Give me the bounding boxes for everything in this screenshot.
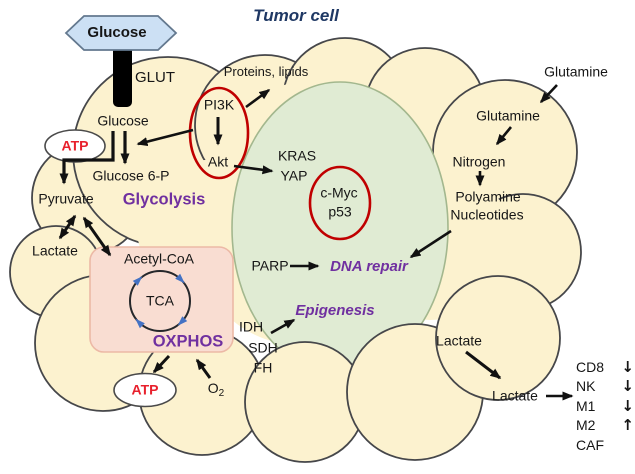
up-arrow-icon: ↑	[621, 416, 634, 435]
atp-top-label: ATP	[61, 137, 89, 154]
yap-label: YAP	[280, 167, 308, 184]
immune-cell-name: CD8	[576, 358, 605, 375]
oxphos-label: OXPHOS	[152, 332, 224, 351]
glutamine-outside-label: Glutamine	[544, 63, 608, 80]
pi3k-akt-ellipse	[188, 86, 250, 180]
immune-row-m2: M2 ↑	[576, 416, 634, 436]
tca-cycle-circle	[129, 270, 191, 332]
arrow-pi3k-to-proteins	[245, 88, 271, 109]
dna-repair-label: DNA repair	[330, 258, 408, 276]
sdh-label: SDH	[248, 339, 278, 356]
arrow-akt-to-kras	[233, 164, 274, 175]
mitochondria-box	[89, 246, 234, 353]
lactate-outside-label: Lactate	[492, 387, 538, 404]
o2-label: O2	[207, 379, 225, 399]
glucose-inside-label: Glucose	[97, 112, 149, 129]
akt-label: Akt	[207, 153, 229, 170]
immune-row-m1: M1 ↓	[576, 396, 634, 416]
immune-cell-name: M1	[576, 397, 596, 414]
polyamine-label: Polyamine	[455, 188, 521, 205]
lactate-left-label: Lactate	[32, 242, 78, 259]
glut-label: GLUT	[134, 69, 176, 87]
nucleotides-label: Nucleotides	[450, 206, 524, 223]
nitrogen-label: Nitrogen	[452, 153, 506, 170]
atp-oval-bottom	[113, 372, 177, 408]
arrow-glutamine-to-nitrogen	[495, 126, 513, 146]
pi3k-label: PI3K	[203, 96, 235, 113]
kras-label: KRAS	[277, 147, 317, 164]
arrow-pyruvate-lactate	[58, 214, 77, 240]
epigenesis-label: Epigenesis	[295, 302, 375, 320]
arrow-glutamine-in	[539, 84, 558, 104]
arrow-lactate-export	[465, 350, 502, 380]
immune-effects-list: CD8 ↓ NK ↓ M1 ↓ M2 ↑ CAF	[576, 357, 634, 455]
immune-cell-name: CAF	[576, 436, 604, 453]
lactate-inside-label: Lactate	[436, 332, 482, 349]
down-arrow-icon: ↓	[621, 377, 634, 396]
proteins-lipids-label: Proteins, lipids	[223, 64, 309, 80]
fh-label: FH	[253, 359, 273, 376]
arrow-o2-to-oxphos	[195, 358, 212, 379]
immune-cell-name: NK	[576, 378, 596, 395]
acetyl-coa-label: Acetyl-CoA	[123, 250, 195, 267]
atp-oval-top	[44, 129, 106, 163]
down-arrow-icon: ↓	[621, 396, 634, 415]
cmyc-p53-circle	[308, 165, 372, 241]
diagram-title: Tumor cell	[253, 6, 339, 26]
arrow-pi3k-to-glycolysis	[136, 128, 194, 147]
idh-label: IDH	[238, 318, 264, 335]
arrow-glucose-to-pyruvate	[59, 131, 115, 185]
arrow-oxphos-to-atp	[152, 354, 171, 374]
tca-label: TCA	[146, 292, 174, 309]
glut-transporter-bar	[113, 46, 132, 107]
immune-row-cd8: CD8 ↓	[576, 357, 634, 377]
glucose-hexagon-label: Glucose	[87, 24, 147, 42]
glutamine-inside-label: Glutamine	[476, 107, 540, 124]
cell-membrane-bottom	[34, 274, 561, 463]
glycolysis-label: Glycolysis	[122, 190, 206, 209]
pathway-arrows	[58, 84, 574, 401]
immune-cell-name: M2	[576, 417, 596, 434]
arrow-idh-to-epigenesis	[270, 318, 296, 335]
glucose-hexagon	[64, 15, 178, 51]
atp-bottom-label: ATP	[131, 381, 159, 398]
arrow-nucleotides-to-dnarepair	[409, 229, 452, 259]
arrow-pyruvate-acetylcoa	[82, 216, 112, 257]
cmyc-label: c-Myc	[320, 184, 358, 201]
p53-label: p53	[328, 203, 352, 220]
parp-label: PARP	[251, 257, 289, 274]
immune-row-nk: NK ↓	[576, 377, 634, 397]
down-arrow-icon: ↓	[621, 357, 634, 376]
glucose-6p-label: Glucose 6-P	[92, 167, 170, 184]
pyruvate-label: Pyruvate	[38, 190, 94, 207]
immune-row-caf: CAF	[576, 435, 634, 455]
